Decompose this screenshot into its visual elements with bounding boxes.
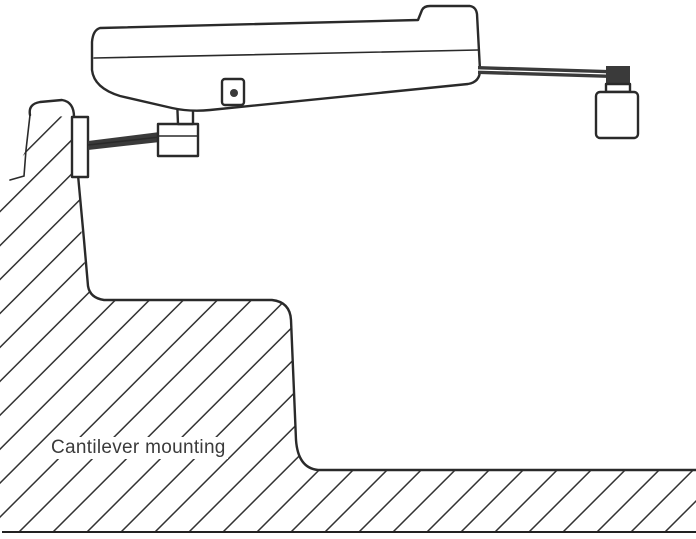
wall-outline — [28, 98, 696, 472]
hatch-line — [0, 115, 349, 531]
base-rule — [2, 531, 696, 533]
clamp-block — [156, 122, 200, 158]
wall-ledge-lip — [9, 114, 31, 181]
hatch-line — [0, 115, 9, 531]
housing-seam — [93, 49, 479, 59]
hatch-line — [453, 115, 696, 531]
counterweight — [594, 90, 640, 140]
hatch-line — [589, 115, 696, 531]
hatch-line — [487, 115, 696, 531]
hatch-line — [691, 115, 696, 531]
hatch-line — [0, 115, 281, 531]
housing-button-dot — [230, 89, 238, 97]
hatch-line — [623, 115, 696, 531]
weight-hinge — [606, 66, 630, 86]
wall-bracket-plate — [70, 115, 90, 179]
hatch-line — [0, 115, 43, 531]
hatch-line — [0, 115, 315, 531]
diagram-caption: Cantilever mounting — [49, 437, 228, 459]
arm-housing — [90, 4, 482, 112]
hatch-line — [657, 115, 696, 531]
